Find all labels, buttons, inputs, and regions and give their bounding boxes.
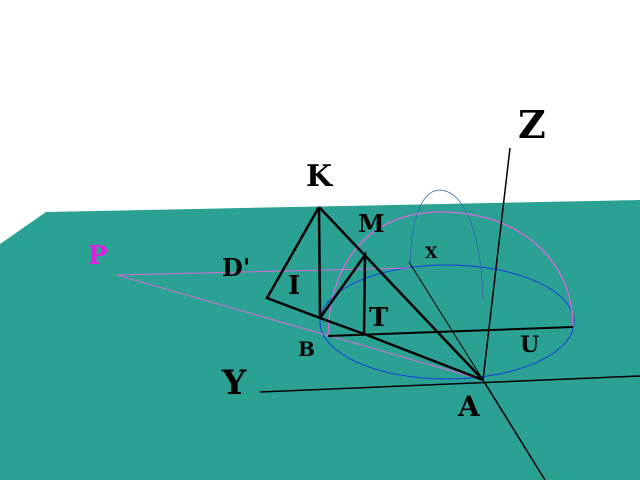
label-d-prime: D' [222, 253, 250, 282]
label-p: P [88, 241, 108, 271]
edge-ka [318, 206, 484, 381]
label-b: B [298, 337, 315, 361]
blue-circle [319, 264, 575, 380]
label-z: Z [518, 102, 546, 147]
label-y: Y [221, 363, 247, 403]
blue-arc [409, 189, 484, 301]
edge-bu [327, 326, 574, 337]
label-x: X [425, 243, 438, 262]
z-axis [482, 147, 511, 381]
label-u: U [520, 332, 539, 358]
y-axis [259, 375, 640, 393]
edge-mt [318, 251, 367, 335]
label-a: A [457, 390, 481, 423]
label-k: K [306, 159, 333, 194]
label-t: T [369, 303, 389, 333]
edge-kb [317, 206, 322, 319]
label-m: M [358, 209, 385, 238]
z-axis-lower [482, 379, 546, 480]
x-axis [408, 261, 484, 381]
pyramid-edges [265, 206, 574, 382]
pink-line-pa [116, 274, 484, 381]
label-i: I [288, 271, 300, 301]
pink-line-pd [116, 267, 411, 276]
ground-plane [0, 200, 640, 480]
